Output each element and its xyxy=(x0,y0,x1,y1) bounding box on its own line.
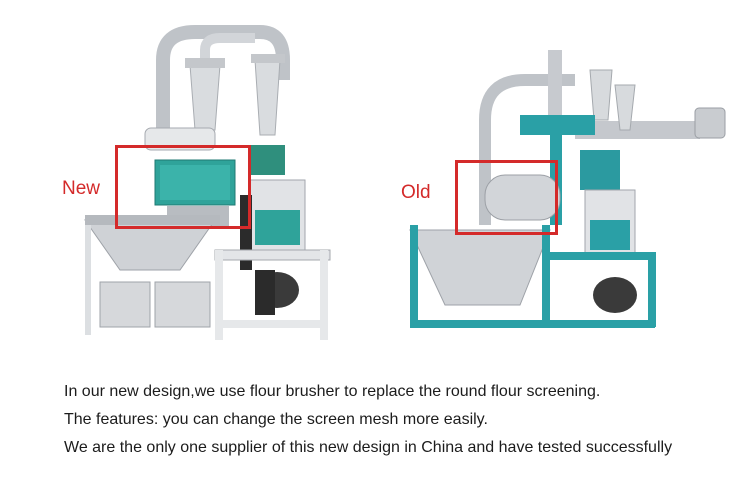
old-machine-photo xyxy=(400,20,735,340)
new-highlight-box xyxy=(115,145,251,229)
old-highlight-box xyxy=(455,160,558,235)
caption-line-1: In our new design,we use flour brusher t… xyxy=(64,383,601,400)
new-machine-illustration xyxy=(84,25,331,340)
old-label: Old xyxy=(401,182,431,203)
new-label: New xyxy=(62,178,101,199)
new-machine-photo xyxy=(55,20,355,350)
caption-line-2: The features: you can change the screen … xyxy=(64,411,488,428)
caption-line-3: We are the only one supplier of this new… xyxy=(64,439,673,456)
old-machine-illustration xyxy=(409,50,726,328)
